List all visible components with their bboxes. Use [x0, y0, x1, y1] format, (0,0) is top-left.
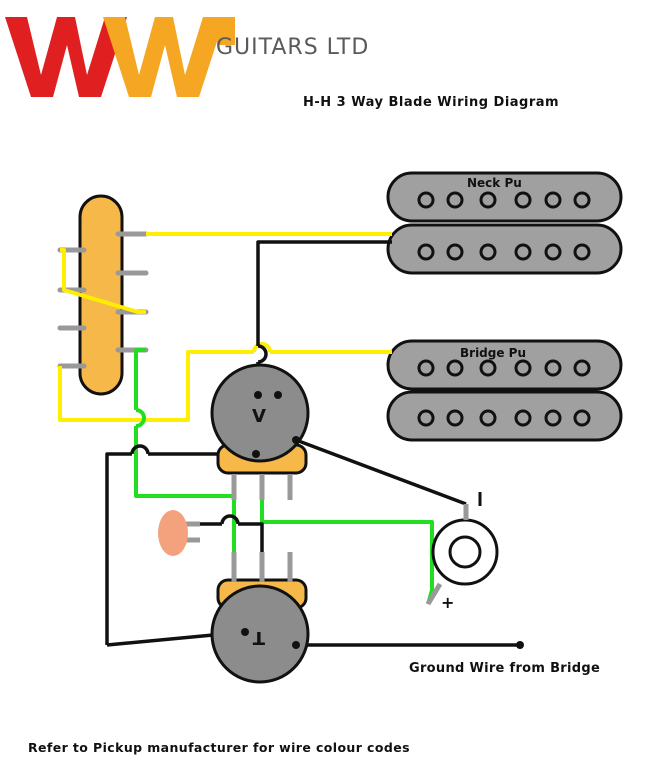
- ground-wire-label: Ground Wire from Bridge: [409, 661, 601, 676]
- blade-switch: [57, 194, 149, 396]
- capacitor: [158, 510, 200, 556]
- brand-name: GUITARS LTD: [216, 35, 370, 60]
- volume-pot: [210, 363, 310, 500]
- yellow-wires: [58, 232, 392, 422]
- footer-note: Refer to Pickup manufacturer for wire co…: [28, 740, 410, 755]
- bridge-pickup: [386, 339, 623, 442]
- logo: [5, 17, 235, 97]
- logo-mark: [5, 17, 235, 97]
- output-jack: [425, 492, 499, 606]
- bridge-pickup-label: Bridge Pu: [460, 346, 526, 360]
- green-wires: [134, 348, 434, 605]
- neck-pickup: [386, 171, 623, 275]
- neck-pickup-label: Neck Pu: [467, 176, 522, 190]
- tone-pot: [210, 552, 310, 684]
- tone-label: T: [252, 627, 265, 648]
- volume-label: V: [252, 406, 266, 427]
- jack-positive-label: +: [441, 593, 454, 612]
- diagram-title: H-H 3 Way Blade Wiring Diagram: [303, 95, 560, 110]
- ground-wire-end: [516, 641, 524, 649]
